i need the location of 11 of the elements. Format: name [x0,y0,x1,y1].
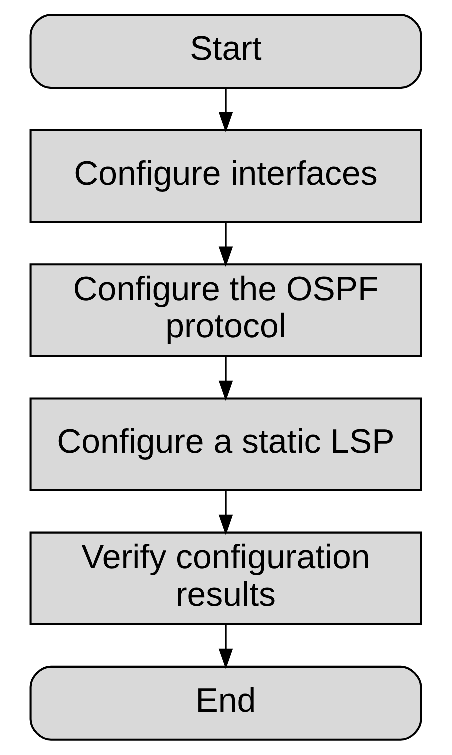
arrow [218,356,234,402]
node-box: Configure interfaces [30,130,422,224]
node-box: Configure a static LSP [30,398,422,492]
node-box: Configure the OSPF protocol [30,264,422,358]
node-box: Start [30,14,422,90]
arrow [218,490,234,536]
node-box: Verify configuration results [30,532,422,626]
arrow [218,624,234,670]
node-box: End [30,666,422,741]
arrow [218,88,234,133]
arrow [218,222,234,268]
